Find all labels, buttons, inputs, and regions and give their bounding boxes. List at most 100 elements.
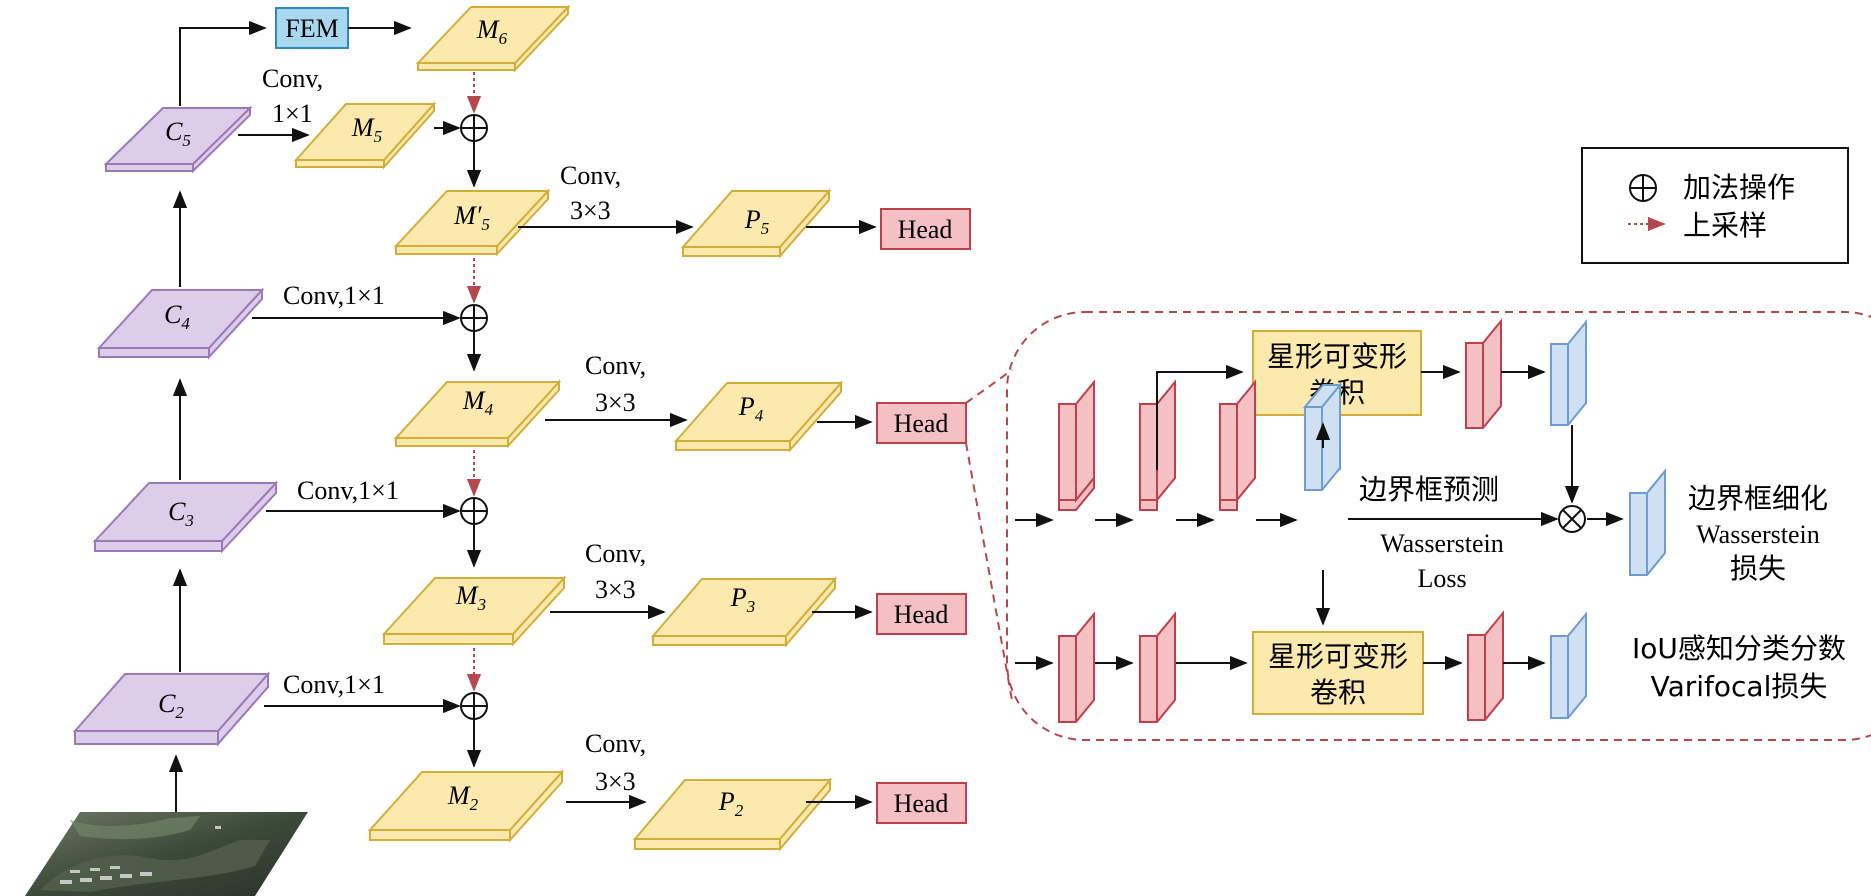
c3-label: C <box>168 497 186 526</box>
head-box-p2: Head <box>876 782 967 824</box>
svg-text:C2: C2 <box>158 689 184 722</box>
svg-text:Head: Head <box>894 789 949 818</box>
bbox-predict-label: 边界框预测 <box>1359 473 1499 506</box>
bbox-refine-label-3: 损失 <box>1730 552 1786 585</box>
svg-text:星形可变形: 星形可变形 <box>1268 640 1408 673</box>
iou-score-label-2: Varifocal损失 <box>1651 670 1828 703</box>
m4-label: M <box>462 386 486 415</box>
fem-block: FEM <box>275 7 349 49</box>
m2-label: M <box>447 781 471 810</box>
svg-text:Head: Head <box>894 409 949 438</box>
feature-map-blue-2 <box>1550 319 1587 426</box>
c2-label: C <box>158 689 176 718</box>
bbox-refine-label-2: Wasserstein <box>1696 520 1820 549</box>
conv-labels: Conv, 1×1 Conv,1×1 Conv,1×1 Conv,1×1 Con… <box>262 64 646 796</box>
m3-label: M <box>455 581 479 610</box>
legend-add-label: 加法操作 <box>1683 171 1795 204</box>
fpn-m5: M5 <box>293 101 437 170</box>
backbone-c5: C5 <box>103 105 253 174</box>
p2-label: P <box>718 787 735 816</box>
feature-map-red-7 <box>1467 610 1504 721</box>
output-p5: P5 <box>680 188 832 259</box>
c2-conv-label: Conv,1×1 <box>283 670 385 699</box>
svg-text:卷积: 卷积 <box>1310 676 1366 709</box>
svg-text:M3: M3 <box>455 581 486 614</box>
head-detail-border <box>1006 311 1871 741</box>
svg-text:P3: P3 <box>730 583 755 616</box>
output-p2: P2 <box>632 777 833 852</box>
svg-text:星形可变形: 星形可变形 <box>1267 340 1407 373</box>
fpn-m3: M3 <box>381 575 567 647</box>
add-node-2 <box>460 692 488 720</box>
head-box-p5: Head <box>880 208 971 250</box>
feature-map-blue-4 <box>1550 611 1587 719</box>
svg-text:M5: M5 <box>351 113 382 146</box>
output-p3: P3 <box>650 576 838 648</box>
add-node-4 <box>460 304 488 332</box>
svg-text:M6: M6 <box>476 15 508 48</box>
svg-text:P5: P5 <box>744 205 769 238</box>
svg-text:M2: M2 <box>447 781 479 814</box>
m5-prime-label: M′ <box>453 201 482 230</box>
p2-conv-label-2: 3×3 <box>595 767 636 796</box>
fpn-m2: M2 <box>367 769 565 843</box>
c3-conv-label: Conv,1×1 <box>297 476 399 505</box>
p5-label: P <box>744 205 761 234</box>
wasserstein-loss-label-2: Loss <box>1417 564 1466 593</box>
feature-map-red-6 <box>1139 611 1176 723</box>
svg-text:P2: P2 <box>718 787 744 820</box>
fem-label: FEM <box>285 14 338 43</box>
p5-conv-label-2: 3×3 <box>570 196 611 225</box>
p5-conv-label-1: Conv, <box>560 161 621 190</box>
p4-conv-label-1: Conv, <box>585 351 646 380</box>
bbox-refine-label-1: 边界框细化 <box>1688 482 1828 515</box>
fpn-m6: M6 <box>415 4 571 73</box>
p4-label: P <box>738 392 755 421</box>
c4-conv-label: Conv,1×1 <box>283 281 385 310</box>
add-nodes <box>460 114 488 720</box>
add-node-5 <box>460 114 488 142</box>
add-node-3 <box>460 497 488 525</box>
iou-score-label-1: IoU感知分类分数 <box>1632 632 1846 665</box>
fpn-m5-prime: M′5 <box>393 188 551 257</box>
zoom-line-top <box>965 369 1013 404</box>
c5-conv-label-2: 1×1 <box>272 99 313 128</box>
deform-conv-bottom: 星形可变形 卷积 <box>1252 631 1424 715</box>
backbone-c4: C4 <box>96 287 265 360</box>
output-p4: P4 <box>673 380 844 453</box>
fpn-arrows <box>238 120 877 810</box>
wasserstein-loss-label-1: Wasserstein <box>1380 529 1504 558</box>
head-box-p3: Head <box>876 593 967 635</box>
p3-conv-label-1: Conv, <box>585 539 646 568</box>
backbone-c2: C2 <box>72 671 271 747</box>
svg-text:Head: Head <box>894 600 949 629</box>
c5-label: C <box>165 117 183 146</box>
blue-feature-maps <box>1302 319 1666 719</box>
backbone-c3: C3 <box>92 480 279 554</box>
legend: 加法操作 上采样 <box>1581 147 1849 264</box>
legend-upsample-label: 上采样 <box>1683 209 1767 242</box>
c5-conv-label-1: Conv, <box>262 64 323 93</box>
svg-text:C3: C3 <box>168 497 194 530</box>
head-detail-panel: 星形可变形 卷积 星形可变形 卷积 <box>965 311 1871 741</box>
feature-map-red-3 <box>1219 379 1256 511</box>
svg-text:C4: C4 <box>164 300 190 333</box>
m5-label: M <box>351 113 375 142</box>
legend-add-icon <box>1629 174 1657 202</box>
feature-map-red-4 <box>1465 318 1502 429</box>
fpn-m4: M4 <box>393 379 562 449</box>
svg-text:P4: P4 <box>738 392 764 425</box>
svg-text:M′5: M′5 <box>453 201 490 234</box>
feature-map-red-1 <box>1058 379 1095 511</box>
multiply-node <box>1558 505 1586 533</box>
feature-map-red-5 <box>1058 611 1095 723</box>
c4-label: C <box>164 300 182 329</box>
feature-map-blue-3 <box>1629 468 1666 576</box>
head-detail-arrows <box>1015 364 1624 671</box>
backbone-arrows <box>168 20 267 812</box>
p4-conv-label-2: 3×3 <box>595 388 636 417</box>
input-satellite-image <box>25 812 308 896</box>
head-box-p4: Head <box>876 402 967 444</box>
svg-text:M4: M4 <box>462 386 494 419</box>
p3-conv-label-2: 3×3 <box>595 575 636 604</box>
